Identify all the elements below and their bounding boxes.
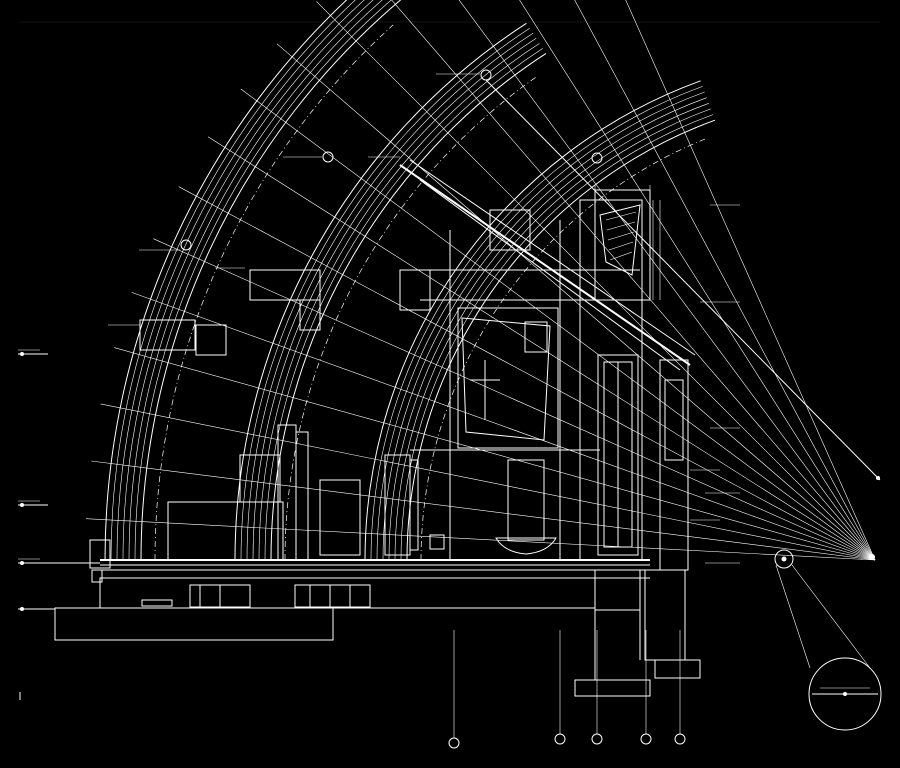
radial-rib — [114, 347, 876, 561]
radial-rib — [153, 238, 876, 561]
radial-rib — [574, 0, 876, 561]
shell-arc — [258, 43, 540, 561]
radial-rib — [316, 1, 876, 561]
shell-arc — [270, 52, 547, 561]
shell-arc — [394, 108, 711, 561]
shell-arc — [370, 86, 703, 561]
radial-rib — [91, 460, 876, 561]
shell-arc — [110, 0, 356, 561]
shell-arc — [134, 0, 392, 561]
radial-rib — [391, 0, 876, 561]
shell-arc-dashed — [420, 138, 706, 561]
shell-arc — [400, 114, 714, 561]
floor-slab — [54, 539, 701, 697]
shell-arc — [246, 33, 534, 561]
shell-arc — [252, 38, 537, 561]
shell-arc — [234, 22, 527, 561]
shell-arc — [264, 48, 543, 561]
radial-ribs — [86, 0, 881, 561]
shell-grid-bubbles — [108, 69, 603, 326]
shell-arc — [240, 28, 530, 561]
shell-arc-dashed — [284, 76, 537, 561]
shell-arc — [140, 0, 402, 561]
shell-arc — [122, 0, 374, 561]
shell-arc — [382, 97, 707, 561]
shell-arc — [364, 80, 701, 561]
left-level-markers — [18, 349, 100, 700]
dimension-marks — [594, 185, 661, 300]
radial-rib — [276, 43, 876, 561]
shell-arc — [388, 103, 709, 561]
focal-point-detail — [774, 476, 882, 731]
radial-rib — [625, 0, 876, 561]
radial-rib — [131, 292, 876, 561]
bottom-grid-bubbles — [448, 630, 686, 749]
radial-rib — [207, 136, 876, 561]
radial-rib — [519, 0, 876, 561]
radial-rib — [178, 186, 876, 561]
shell-arc — [406, 119, 716, 561]
radial-rib — [458, 0, 876, 561]
radial-rib — [100, 403, 876, 561]
primary-diagonal — [485, 79, 881, 481]
shell-arc — [104, 0, 348, 561]
radial-rib — [86, 518, 876, 561]
right-level-markers — [690, 204, 740, 564]
